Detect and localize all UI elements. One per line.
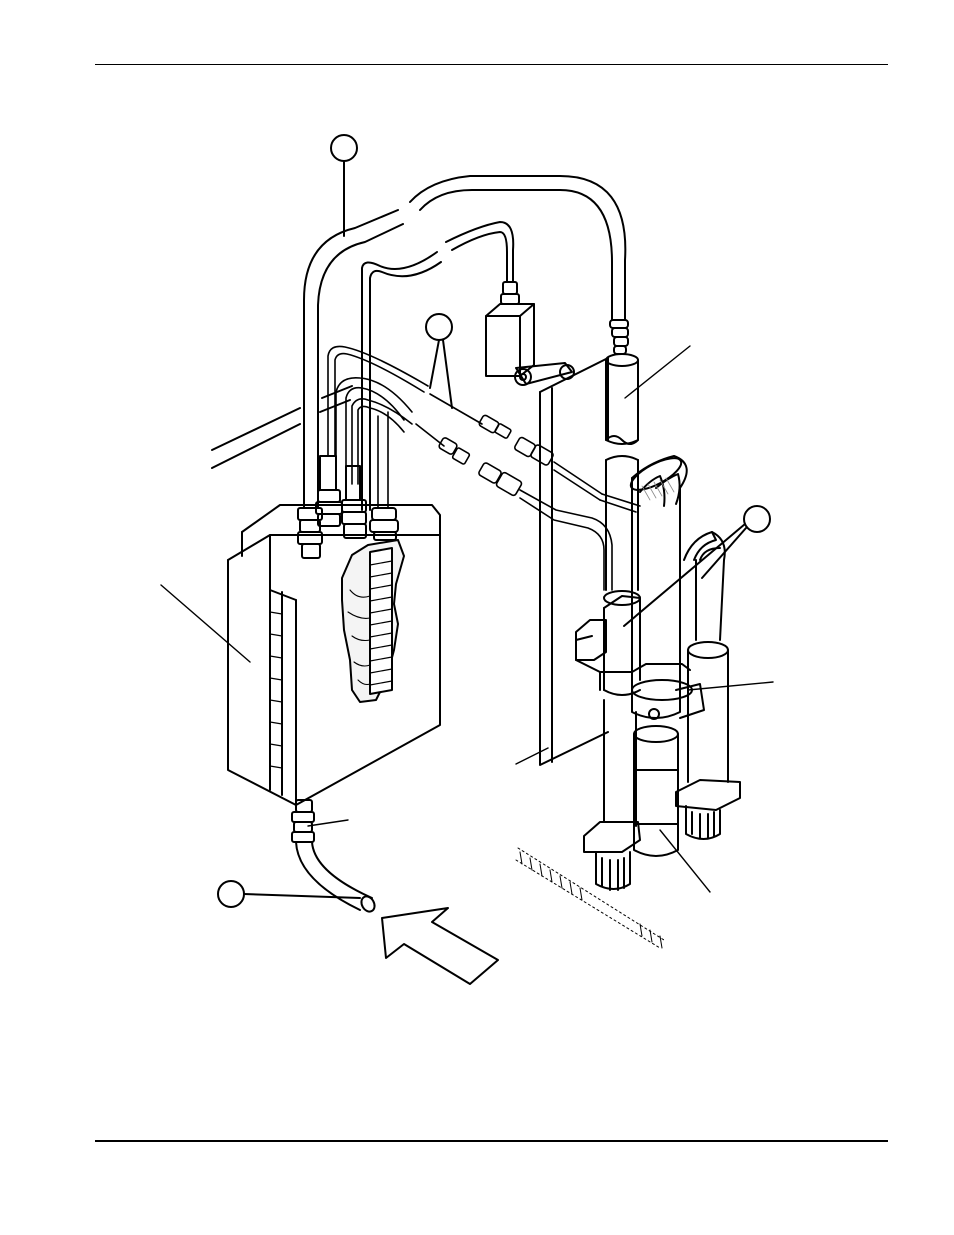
footer-rule [95, 1140, 888, 1142]
braided-hose-texture [641, 477, 675, 501]
lower-cylinders [583, 699, 679, 891]
background-pipe [211, 385, 353, 469]
control-tubes [327, 345, 429, 509]
outer-overhead-tube [303, 175, 627, 509]
switch-box [485, 303, 575, 386]
callout-connectors [425, 313, 453, 409]
leader-lines [160, 345, 774, 893]
angled-cylinder [629, 455, 688, 691]
inlet-hose [291, 799, 376, 913]
mounting-plate [539, 357, 609, 766]
inner-overhead-tube [361, 221, 520, 511]
callout-right-cylinders [623, 505, 771, 627]
header-rule [95, 64, 888, 65]
control-box [227, 504, 441, 806]
overhead-tube-coupling [609, 319, 629, 355]
upper-cylinder [605, 353, 639, 445]
box-top-fittings [297, 455, 399, 559]
callout-inlet [217, 880, 361, 908]
flow-direction-arrow-icon [381, 907, 499, 985]
terminal-strip-cutaway [341, 539, 405, 703]
lower-feed-tube [605, 455, 639, 591]
clamp-bracket [575, 590, 705, 720]
lower-connector-pair [415, 423, 613, 591]
right-hose [683, 531, 726, 641]
callout-top [330, 134, 358, 237]
box-hinge-knuckles [269, 611, 283, 769]
floor-hatch [515, 847, 665, 949]
right-cylinder [675, 641, 741, 840]
